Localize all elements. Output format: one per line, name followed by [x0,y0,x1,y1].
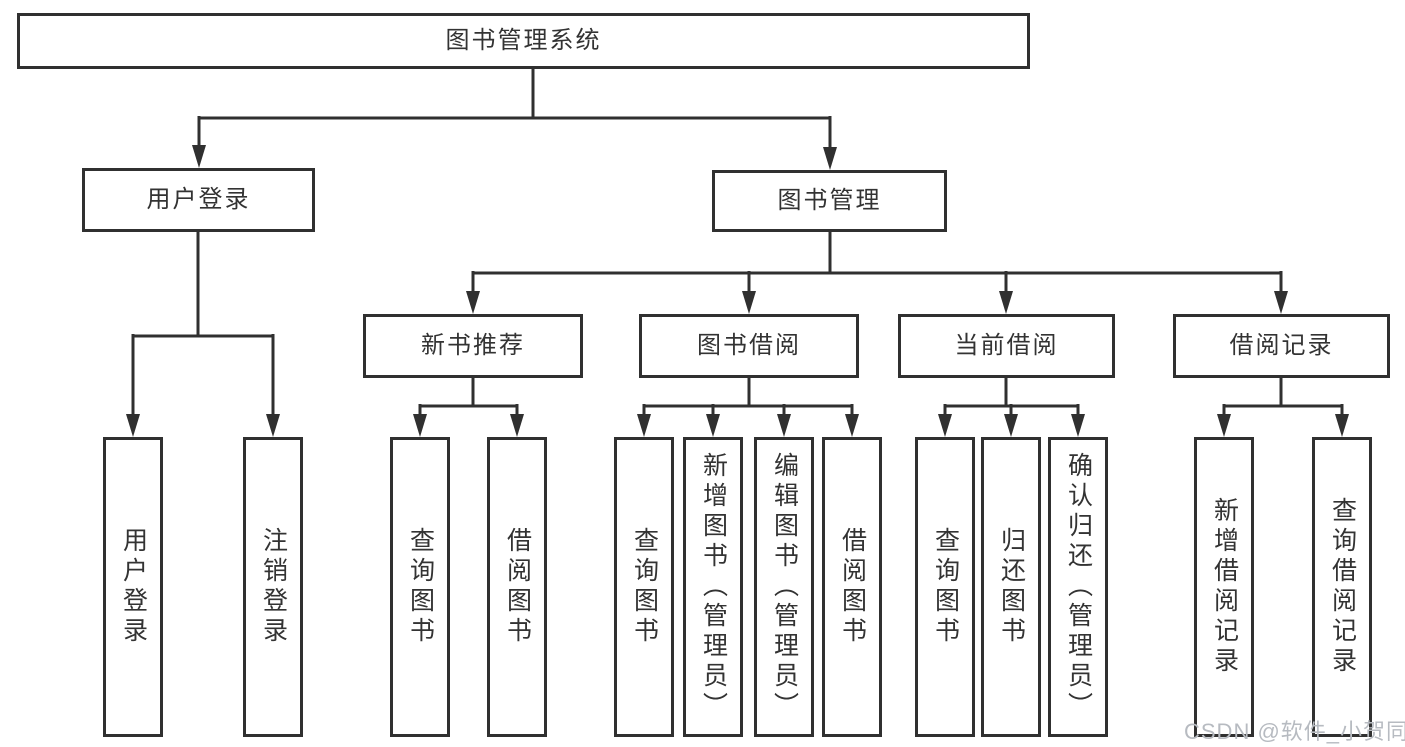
node-label: 编辑图书（管理员） [770,452,799,722]
node-current-borrowing: 当前借阅 [898,314,1115,378]
leaf-add-books-admin: 新增图书（管理员） [683,437,743,737]
node-label: 图书管理系统 [445,27,602,54]
node-label: 确认归还（管理员） [1064,452,1093,722]
node-label: 用户登录 [146,186,251,213]
leaf-return-books: 归还图书 [981,437,1041,737]
connector-bookmgmt-to-level3 [471,232,1283,296]
leaf-query-borrow-record: 查询借阅记录 [1312,437,1372,737]
node-label: 借阅记录 [1229,332,1334,359]
leaf-logout: 注销登录 [243,437,303,737]
connector-newbooks-to-leaves [418,378,519,419]
node-label: 查询借阅记录 [1328,497,1357,677]
node-label: 图书借阅 [697,332,801,359]
leaf-edit-books-admin: 编辑图书（管理员） [754,437,814,737]
csdn-watermark: CSDN @软件_小贺同学 [1184,719,1405,744]
node-label: 新增图书（管理员） [699,452,728,722]
leaf-query-books: 查询图书 [614,437,674,737]
leaf-borrow-books: 借阅图书 [822,437,882,737]
node-label: 借阅图书 [503,527,532,647]
node-user-login: 用户登录 [82,168,315,232]
connector-bookborrow-to-leaves [642,378,854,419]
node-label: 注销登录 [259,527,288,647]
leaf-user-login: 用户登录 [103,437,163,737]
connector-records-to-leaves [1222,378,1344,419]
node-label: 借阅图书 [838,527,867,647]
node-label: 当前借阅 [954,332,1059,359]
leaf-confirm-return-admin: 确认归还（管理员） [1048,437,1108,737]
node-label: 新增借阅记录 [1210,497,1239,677]
connector-root-to-level2 [197,69,832,150]
node-label: 归还图书 [997,527,1026,647]
leaf-add-borrow-record: 新增借阅记录 [1194,437,1254,737]
arrowheads [126,145,1349,437]
node-label: 查询图书 [630,527,659,647]
node-root-system: 图书管理系统 [17,13,1030,69]
leaf-query-books: 查询图书 [390,437,450,737]
node-borrow-records: 借阅记录 [1173,314,1390,378]
connector-current-to-leaves [943,378,1080,419]
node-label: 图书管理 [777,187,882,214]
node-label: 查询图书 [931,527,960,647]
node-label: 查询图书 [406,527,435,647]
leaf-query-books: 查询图书 [915,437,975,737]
node-book-management: 图书管理 [712,170,947,232]
connector-login-to-leaves [131,232,275,419]
leaf-borrow-books: 借阅图书 [487,437,547,737]
node-book-borrowing: 图书借阅 [639,314,859,378]
node-label: 新书推荐 [421,332,525,359]
node-label: 用户登录 [119,527,148,647]
node-new-book-recommend: 新书推荐 [363,314,583,378]
